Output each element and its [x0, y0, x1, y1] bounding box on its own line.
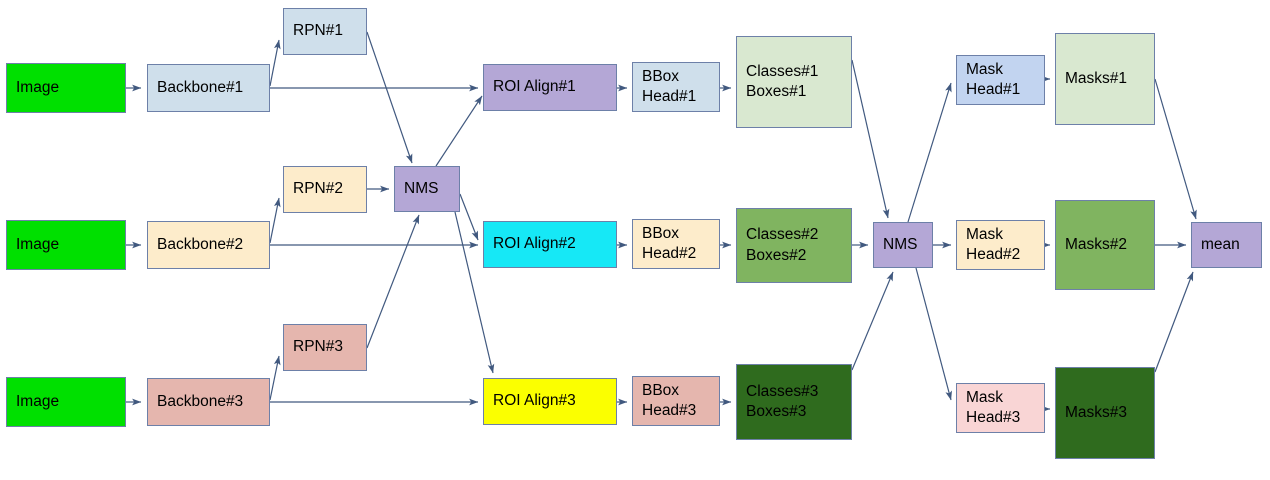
- node-label: Boxes#2: [746, 246, 807, 264]
- edge-rpn1-to-nms1: [366, 31, 413, 164]
- node-label: Head#3: [966, 409, 1021, 426]
- node-label: BBox: [642, 224, 680, 242]
- node-label: Masks#3: [1065, 403, 1128, 421]
- node-nms2[interactable]: NMS: [873, 222, 933, 268]
- edge-backbone3-to-rpn3: [269, 355, 281, 401]
- edge-cls1-to-nms2: [851, 59, 890, 219]
- edge-nms1-to-roi1: [435, 95, 483, 167]
- node-masks1[interactable]: Masks#1: [1055, 33, 1155, 125]
- node-label: Classes#3: [746, 382, 819, 400]
- node-rpn1[interactable]: RPN#1: [283, 8, 367, 55]
- edge-nms1-to-roi2: [459, 193, 479, 241]
- node-label: Head#3: [642, 402, 697, 419]
- node-backbone3[interactable]: Backbone#3: [147, 378, 270, 426]
- node-label: Head#1: [642, 88, 697, 105]
- edge-masks3-to-mean: [1154, 271, 1194, 373]
- node-label: RPN#2: [293, 180, 343, 198]
- node-label: Image: [16, 78, 60, 96]
- node-label: ROI Align#3: [493, 392, 576, 410]
- node-label: RPN#1: [293, 22, 343, 40]
- node-label: mean: [1201, 235, 1240, 253]
- node-label: ROI Align#1: [493, 78, 576, 96]
- node-label: BBox: [642, 67, 680, 85]
- node-roi3[interactable]: ROI Align#3: [483, 378, 617, 425]
- node-label: Image: [16, 392, 60, 410]
- edge-nms2-to-maskhead1: [907, 82, 952, 223]
- node-label: Masks#1: [1065, 69, 1128, 87]
- node-label: Head#2: [966, 246, 1021, 263]
- node-roi1[interactable]: ROI Align#1: [483, 64, 617, 111]
- node-label: NMS: [883, 235, 918, 253]
- node-label: Backbone#3: [157, 392, 244, 410]
- node-mean[interactable]: mean: [1191, 222, 1262, 268]
- node-masks3[interactable]: Masks#3: [1055, 367, 1155, 459]
- node-rpn2[interactable]: RPN#2: [283, 166, 367, 213]
- edge-rpn3-to-nms1: [366, 214, 420, 349]
- node-image3[interactable]: Image: [6, 377, 126, 427]
- node-label: Backbone#2: [157, 235, 244, 253]
- edge-backbone1-to-rpn1: [269, 39, 281, 87]
- node-label: BBox: [642, 381, 680, 399]
- node-label: Image: [16, 235, 60, 253]
- node-label: Mask: [966, 388, 1004, 406]
- edge-cls3-to-nms2: [851, 271, 894, 371]
- node-backbone1[interactable]: Backbone#1: [147, 64, 270, 112]
- node-label: Head#2: [642, 245, 697, 262]
- node-label: ROI Align#2: [493, 235, 576, 253]
- node-rpn3[interactable]: RPN#3: [283, 324, 367, 371]
- node-label: Boxes#1: [746, 83, 807, 100]
- node-label: Mask: [966, 225, 1004, 243]
- node-image1[interactable]: Image: [6, 63, 126, 113]
- node-label: Classes#1: [746, 62, 819, 80]
- node-label: RPN#3: [293, 338, 343, 356]
- edge-masks1-to-mean: [1154, 78, 1197, 220]
- node-label: NMS: [404, 179, 439, 197]
- node-roi2[interactable]: ROI Align#2: [483, 221, 617, 268]
- node-masks2[interactable]: Masks#2: [1055, 200, 1155, 290]
- node-label: Mask: [966, 60, 1004, 78]
- node-nms1[interactable]: NMS: [394, 166, 460, 212]
- node-backbone2[interactable]: Backbone#2: [147, 221, 270, 269]
- node-label: Masks#2: [1065, 235, 1128, 253]
- node-label: Boxes#3: [746, 403, 807, 420]
- edge-nms2-to-maskhead3: [915, 267, 952, 401]
- node-label: Backbone#1: [157, 78, 244, 96]
- node-label: Head#1: [966, 81, 1021, 98]
- edge-backbone2-to-rpn2: [269, 197, 281, 244]
- node-image2[interactable]: Image: [6, 220, 126, 270]
- node-label: Classes#2: [746, 226, 819, 244]
